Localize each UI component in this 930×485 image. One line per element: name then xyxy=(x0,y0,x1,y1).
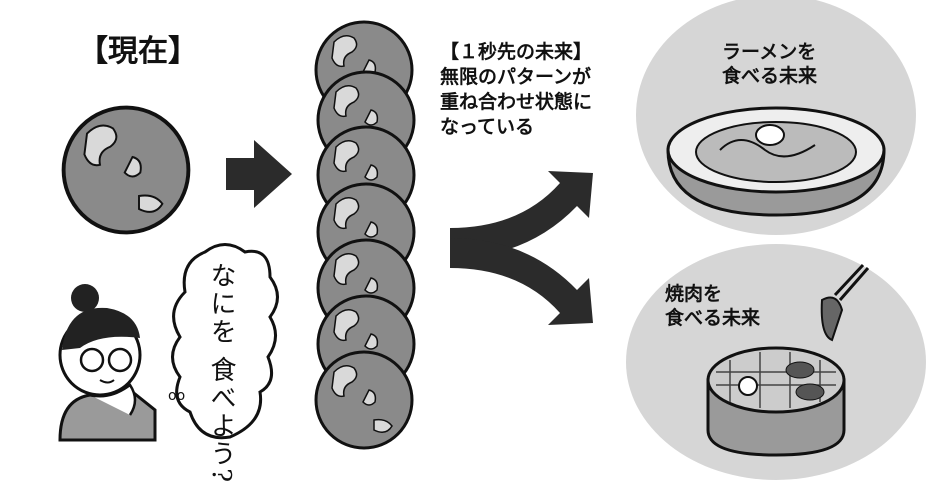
right-arrow-icon xyxy=(226,140,292,208)
branch-arrow-icon xyxy=(450,171,593,325)
thought-line: なにを xyxy=(206,262,236,346)
present-globe xyxy=(61,105,191,235)
thinking-person-illustration xyxy=(58,284,157,442)
outcome-label-line: 食べる未来 xyxy=(722,65,818,87)
yakiniku-future-label: 焼肉を 食べる未来 xyxy=(665,282,760,330)
thought-bubble-text: なにを 食べよう? xyxy=(203,262,240,484)
future-globe-stack xyxy=(314,20,416,450)
thought-dots: oo xyxy=(168,388,185,404)
future-title: 【１秒先の未来】 xyxy=(440,41,593,63)
outcome-label-line: ラーメンを xyxy=(722,41,817,63)
thought-line: 食べよう? xyxy=(206,356,236,485)
yakiniku-grill-illustration xyxy=(706,263,870,457)
future-desc-line: なっている xyxy=(440,116,535,138)
present-label: 【現在】 xyxy=(78,34,198,69)
ramen-future-label: ラーメンを 食べる未来 xyxy=(722,40,817,88)
thought-bubble xyxy=(171,243,279,440)
future-desc-line: 無限のパターンが xyxy=(440,66,592,88)
outcome-label-line: 焼肉を xyxy=(665,283,723,305)
future-desc-line: 重ね合わせ状態に xyxy=(440,91,593,113)
outcome-label-line: 食べる未来 xyxy=(665,307,761,329)
future-description: 【１秒先の未来】 無限のパターンが 重ね合わせ状態に なっている xyxy=(440,40,592,140)
ramen-bowl-illustration xyxy=(666,106,886,217)
